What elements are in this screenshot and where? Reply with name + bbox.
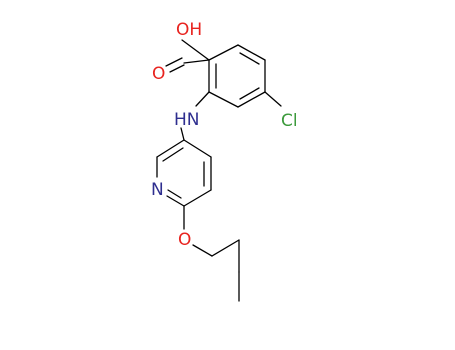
hydroxyl-label: OH xyxy=(176,20,202,40)
carboxylic-acid-group xyxy=(165,39,210,73)
amine-label: HN xyxy=(174,110,200,130)
ether-oxygen-label: O xyxy=(178,230,191,250)
pyridine-ring xyxy=(156,139,212,207)
bond-ring2-c xyxy=(183,189,212,207)
bond-ring2-d-inner xyxy=(167,189,182,199)
bond-ring1-d-inner xyxy=(239,87,260,100)
butoxy-chain xyxy=(183,205,240,302)
pyridine-nitrogen-label: N xyxy=(151,180,164,200)
bond-ring2-f-inner xyxy=(162,147,184,162)
bond-c-o-double-b xyxy=(169,64,185,73)
benzene-ring xyxy=(208,44,266,108)
bond-c-o-double-a xyxy=(165,57,183,67)
bond-c1-c2 xyxy=(211,239,240,257)
bond-ring2-d xyxy=(166,195,185,207)
bond-ring1-b xyxy=(237,44,266,61)
bond-ring1-b-inner xyxy=(239,52,260,65)
bond-ring2-f xyxy=(156,139,185,158)
bond-ring1-a xyxy=(208,44,239,61)
carbonyl-oxygen-label: O xyxy=(152,64,165,84)
bond-ring1-e xyxy=(208,91,239,108)
bond-ring-cl xyxy=(264,91,282,107)
bond-nh-pyridine xyxy=(180,127,185,141)
chlorine-label: Cl xyxy=(281,111,298,131)
bond-ring-cooh xyxy=(183,59,210,64)
bond-o-c1 xyxy=(192,244,213,257)
bond-ring1-d xyxy=(237,91,266,108)
bond-c-oh xyxy=(181,39,210,61)
bond-ring2-a xyxy=(183,139,212,158)
bond-ring-nh xyxy=(195,91,210,107)
amine-linkage xyxy=(180,91,210,141)
